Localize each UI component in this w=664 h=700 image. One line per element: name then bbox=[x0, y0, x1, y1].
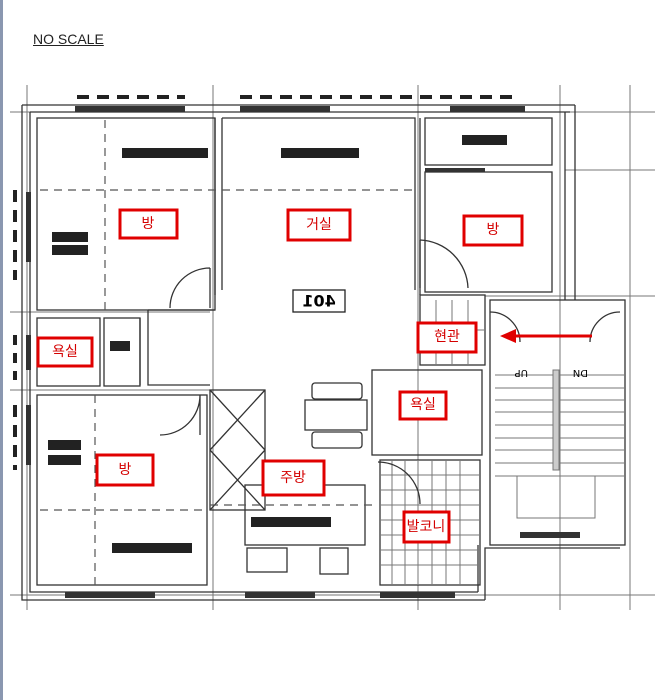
svg-text:방: 방 bbox=[142, 216, 155, 232]
svg-text:방: 방 bbox=[119, 462, 132, 478]
zone-dashed-lines bbox=[40, 120, 415, 585]
entrance-arrow-icon bbox=[500, 329, 592, 343]
room-label-balcony: 발코니 bbox=[402, 510, 451, 544]
svg-text:거실: 거실 bbox=[306, 217, 332, 233]
room-label-bathroom-west: 욕실 bbox=[36, 336, 94, 368]
room-label-bathroom-east: 욕실 bbox=[398, 390, 448, 421]
interior-walls bbox=[36, 117, 626, 586]
stairs bbox=[495, 369, 625, 519]
stair-down-label: DN bbox=[573, 367, 588, 378]
top-dash-marks bbox=[13, 95, 520, 470]
svg-text:주방: 주방 bbox=[280, 470, 306, 486]
grid-lines bbox=[10, 85, 655, 610]
svg-text:욕실: 욕실 bbox=[410, 397, 436, 413]
room-label-living-room: 거실 bbox=[286, 208, 352, 242]
unit-number: 401 bbox=[302, 292, 335, 311]
unit-number-box: 401 bbox=[292, 289, 346, 313]
svg-text:방: 방 bbox=[487, 222, 500, 238]
mirrored-annotation-marks bbox=[48, 135, 507, 553]
dining-table bbox=[304, 382, 368, 449]
svg-text:발코니: 발코니 bbox=[407, 519, 446, 535]
scale-note: NO SCALE bbox=[33, 31, 104, 47]
stair-up-label: UP bbox=[515, 367, 528, 378]
svg-text:욕실: 욕실 bbox=[52, 344, 78, 360]
room-label-entrance: 현관 bbox=[416, 321, 478, 354]
door-swings bbox=[159, 239, 621, 505]
room-label-room-sw: 방 bbox=[95, 453, 155, 487]
room-label-room-nw: 방 bbox=[118, 208, 179, 240]
windows bbox=[26, 106, 580, 598]
room-label-room-ne: 방 bbox=[462, 214, 524, 247]
room-label-kitchen: 주방 bbox=[261, 459, 326, 497]
page-edge bbox=[0, 0, 3, 700]
svg-text:현관: 현관 bbox=[434, 329, 460, 345]
